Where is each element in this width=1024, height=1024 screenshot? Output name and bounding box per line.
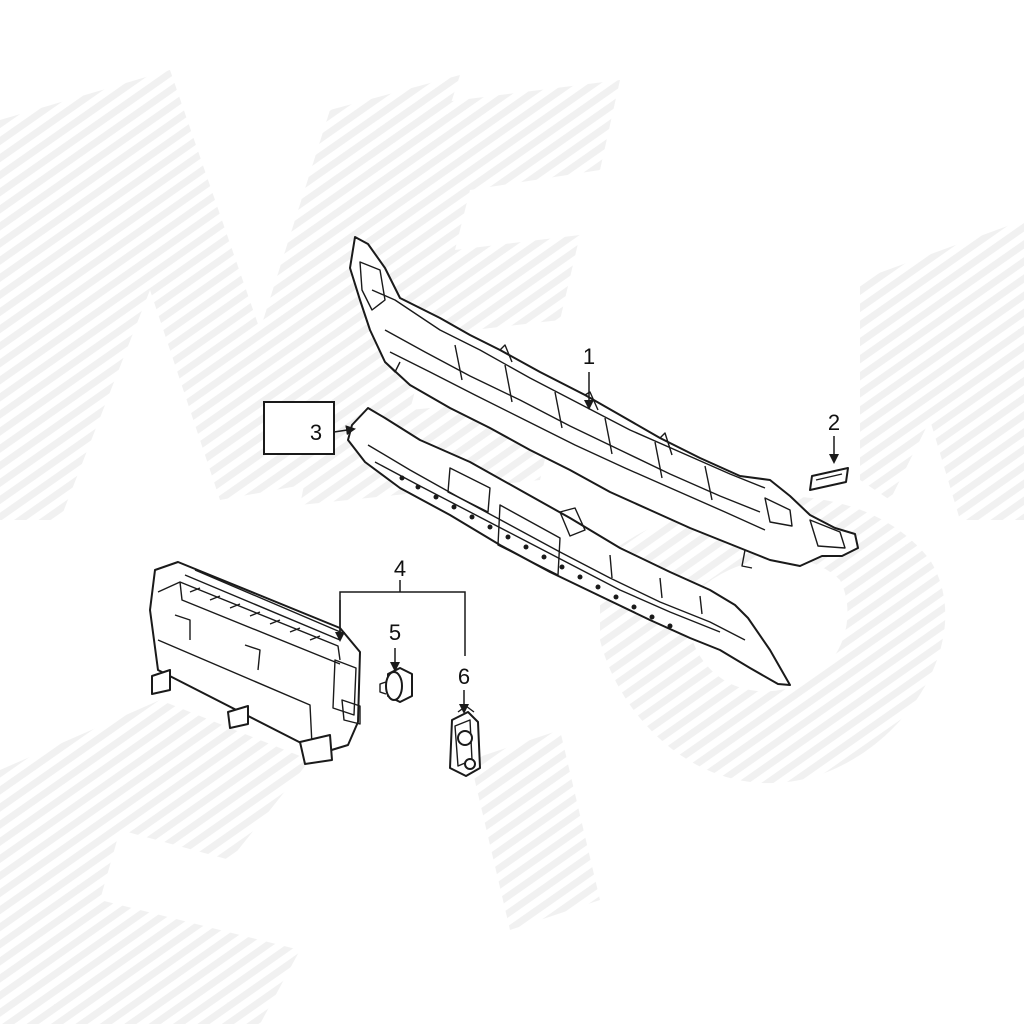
callout-3-box bbox=[263, 401, 335, 455]
watermark-letter-o bbox=[600, 496, 946, 784]
callout-labels: 1 2 3 4 5 6 bbox=[310, 344, 840, 689]
callout-1: 1 bbox=[583, 344, 595, 369]
leader-3 bbox=[333, 425, 356, 436]
part-6-bracket bbox=[449, 705, 481, 777]
callout-3: 3 bbox=[310, 420, 322, 445]
part-3-lower-support bbox=[347, 407, 791, 686]
callout-6: 6 bbox=[458, 664, 470, 689]
clip-holes bbox=[399, 475, 673, 629]
callout-5: 5 bbox=[389, 620, 401, 645]
leader-4-bracket bbox=[339, 591, 466, 656]
watermark-letter-s bbox=[0, 700, 310, 1024]
part-2-pad bbox=[809, 467, 849, 491]
leader-lines bbox=[333, 372, 839, 714]
watermark-letter-i bbox=[470, 730, 600, 930]
watermark-letter-w bbox=[860, 220, 1024, 520]
shutter-assembly bbox=[149, 561, 361, 765]
part-5-clip bbox=[379, 667, 413, 703]
callout-4: 4 bbox=[394, 556, 406, 581]
part-1-upper-bracket bbox=[349, 236, 859, 569]
callout-2: 2 bbox=[828, 410, 840, 435]
